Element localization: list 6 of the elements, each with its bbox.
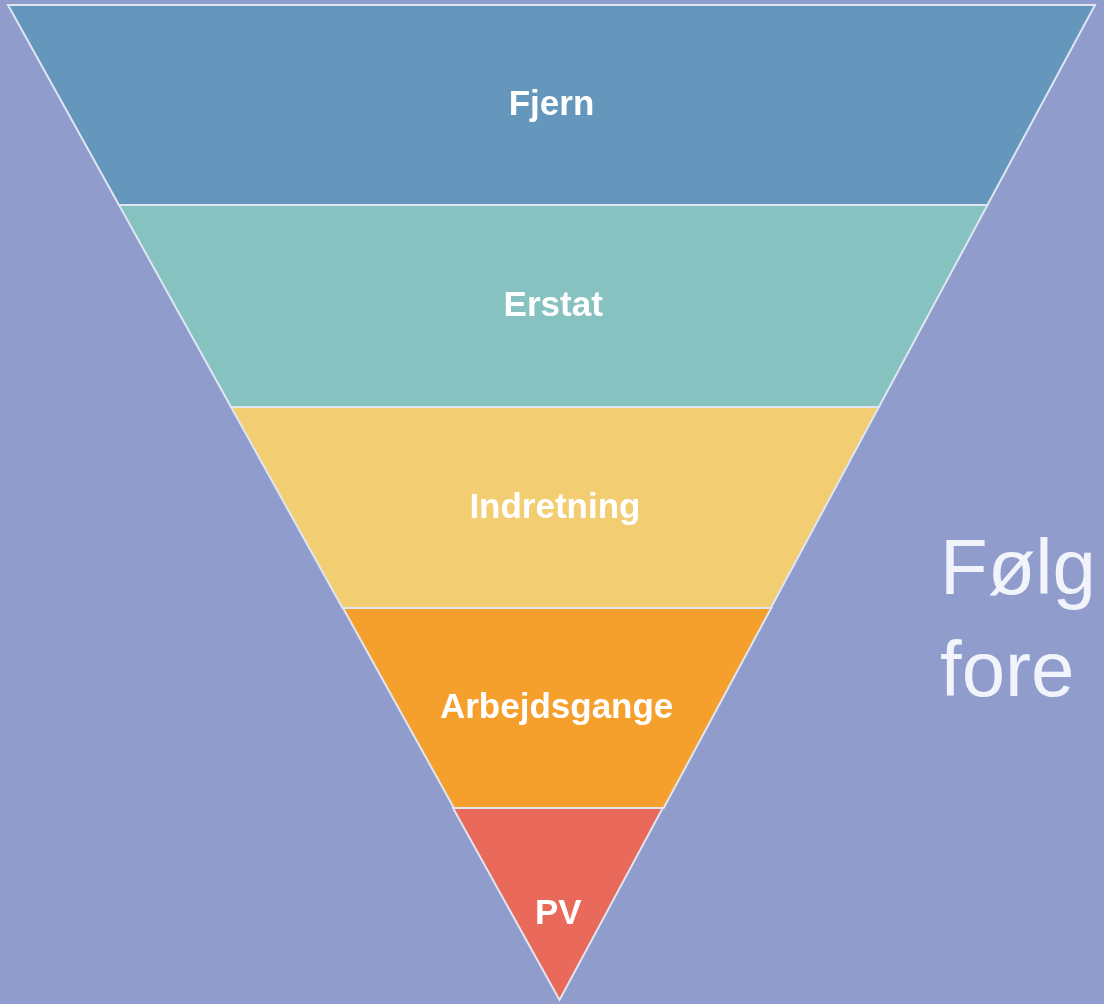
band-label: PV (534, 891, 583, 932)
band-label: Fjern (507, 83, 596, 123)
band-label: Arbejdsgange (438, 686, 675, 726)
band-label: Erstat (502, 284, 604, 324)
heading-text: fore (940, 630, 1075, 708)
band-label: Indretning (468, 485, 642, 526)
